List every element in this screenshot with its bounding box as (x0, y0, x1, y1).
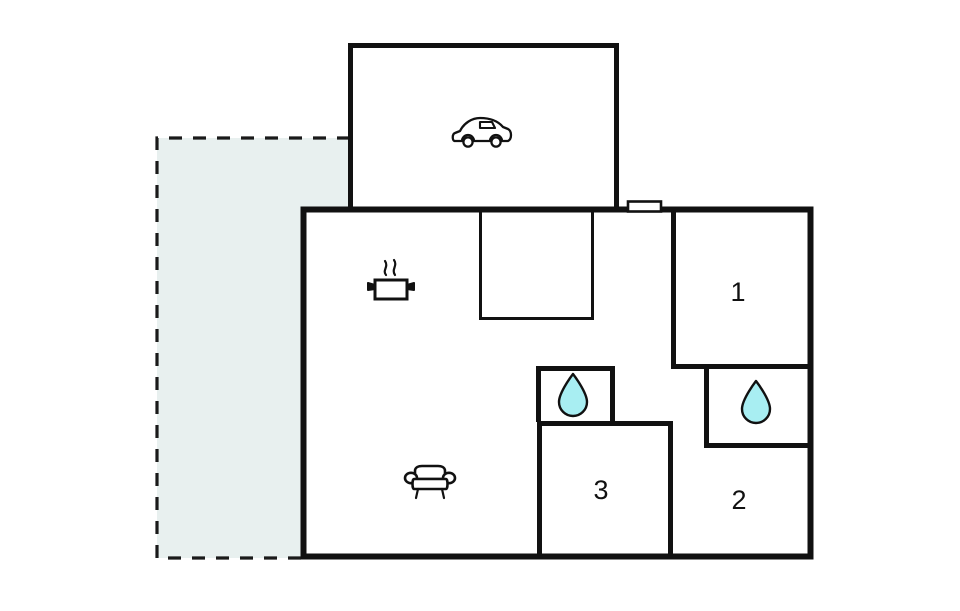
room-label-3: 3 (593, 475, 608, 505)
terrace-dashed-outline (155, 136, 350, 560)
water-drop-icon (557, 372, 589, 418)
room-label-2: 2 (731, 485, 746, 515)
interior-walls (479, 210, 810, 556)
door-opening[interactable] (626, 200, 663, 213)
water-drop-icon (740, 379, 772, 425)
wall-bathroom-right (704, 366, 810, 448)
main-house-shell (300, 206, 814, 560)
sofa-icon (403, 464, 457, 500)
garage-area[interactable] (348, 43, 619, 209)
room-label-1: 1 (730, 277, 745, 307)
stair-hall-walls (479, 210, 594, 320)
door-opening-body (626, 200, 663, 213)
car-icon (451, 116, 513, 148)
house-outer-walls (300, 206, 814, 560)
wall-bathroom-left (536, 366, 615, 423)
house-floor (304, 210, 810, 556)
room-labels: 1 2 3 (593, 277, 746, 515)
stove-icon (367, 258, 415, 301)
garage-walls (348, 43, 619, 208)
